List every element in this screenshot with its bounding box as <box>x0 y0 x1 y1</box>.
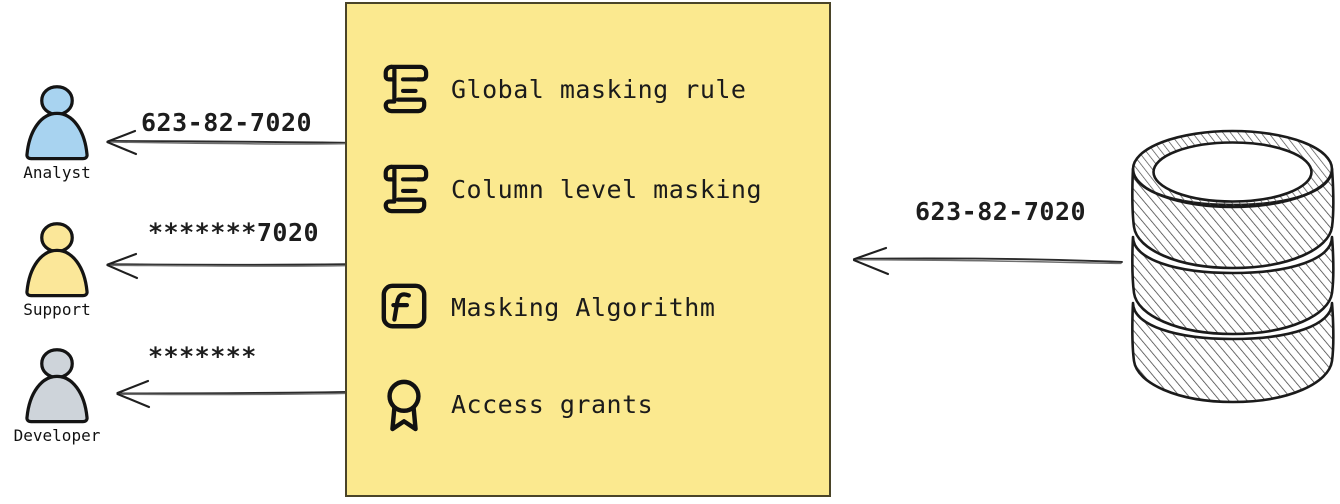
actor-support[interactable]: Support <box>2 219 112 319</box>
flow-label-database: 623-82-7020 <box>915 197 1087 226</box>
actor-label: Support <box>23 300 91 319</box>
flow-label-developer: ******* <box>148 342 257 371</box>
policy-row-label: Masking Algorithm <box>451 292 716 322</box>
database-cylinder-icon[interactable] <box>1125 125 1340 415</box>
function-f-icon <box>381 283 427 329</box>
arrow-left-icon <box>852 246 1123 276</box>
person-icon <box>25 85 89 161</box>
scroll-icon <box>383 164 429 214</box>
arrow-left-icon <box>106 129 348 156</box>
actor-label: Analyst <box>23 163 91 182</box>
policy-box: Global masking rule Column level masking… <box>345 2 831 497</box>
policy-row[interactable]: Global masking rule <box>379 62 746 116</box>
policy-row[interactable]: Access grants <box>379 377 654 432</box>
actor-developer[interactable]: Developer <box>2 345 112 445</box>
person-icon <box>25 222 89 298</box>
scroll-icon <box>383 64 429 114</box>
actor-label: Developer <box>13 426 101 445</box>
flow-label-support: *******7020 <box>148 218 320 247</box>
policy-row-label: Global masking rule <box>451 74 747 104</box>
award-badge-icon <box>387 379 421 432</box>
policy-row-label: Access grants <box>451 389 654 419</box>
policy-row[interactable]: Column level masking <box>379 162 762 216</box>
arrow-left-icon <box>106 252 348 280</box>
actor-analyst[interactable]: Analyst <box>2 82 112 182</box>
person-icon <box>25 348 89 424</box>
flow-label-analyst: 623-82-7020 <box>141 108 313 137</box>
policy-row[interactable]: Masking Algorithm <box>379 280 715 334</box>
arrow-left-icon <box>116 379 348 409</box>
policy-row-label: Column level masking <box>451 174 763 204</box>
